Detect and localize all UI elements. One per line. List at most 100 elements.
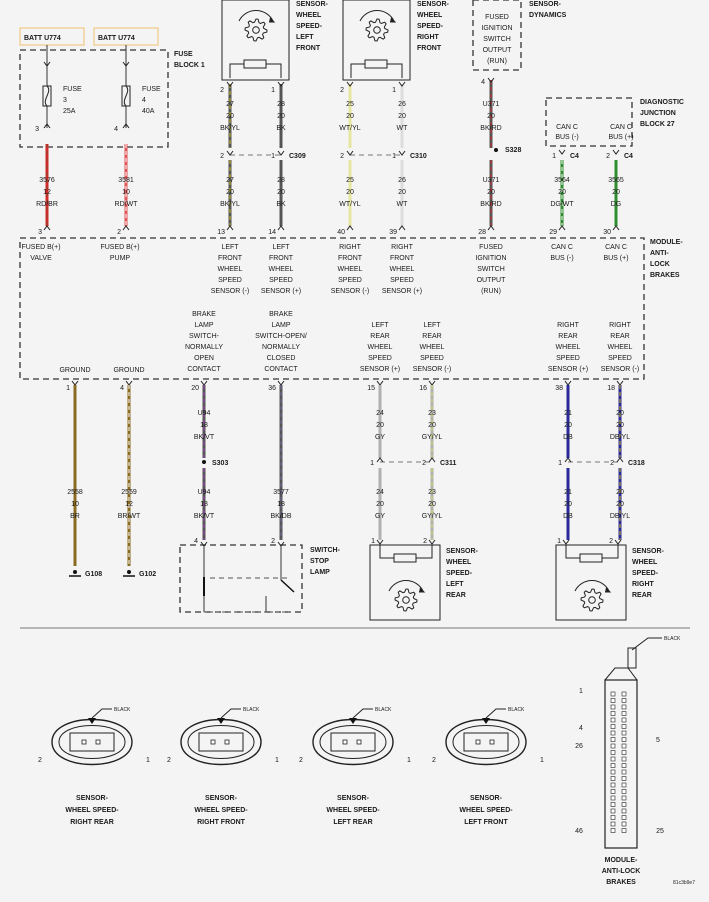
wire-label: 20 (346, 189, 354, 196)
module-pin: 2 (117, 229, 121, 236)
connector-color: BLACK (114, 707, 131, 713)
splice-pin: 1 (370, 460, 374, 467)
module-terminal: SWITCH-OPEN/ (255, 333, 307, 340)
connector-pin (200, 380, 208, 386)
module-terminal: FUSED (479, 244, 503, 251)
sensor-title: SENSOR- (296, 1, 329, 8)
sensor-title: SPEED- (417, 23, 444, 30)
junction-connector: C4 (570, 153, 579, 160)
wire-label: 20 (226, 189, 234, 196)
splice-pin: 1 (392, 153, 396, 160)
module-terminal: OPEN (194, 355, 214, 362)
wire-label: GY (375, 513, 385, 520)
wire-label: 20 (616, 410, 624, 417)
terminal-icon (81, 739, 87, 745)
arrow-head-icon (605, 587, 612, 593)
wire-label: BR/WT (118, 513, 141, 520)
module-title: LOCK (650, 261, 670, 268)
connector-pin (487, 225, 495, 231)
connector-pin (226, 225, 234, 231)
wire-label: 20 (616, 501, 624, 508)
wire-label: 27 (226, 101, 234, 108)
sensor-pin: 2 (340, 87, 344, 94)
junction-title: JUNCTION (640, 110, 676, 117)
gear-icon (388, 579, 426, 612)
module-terminal: GROUND (113, 367, 144, 374)
terminal-icon (342, 739, 348, 745)
wire-label: 20 (612, 189, 620, 196)
module-terminal: (RUN) (481, 288, 501, 295)
module-pin: 29 (549, 229, 557, 236)
module-pin: 20 (191, 385, 199, 392)
batt-label: BATT U774 (98, 35, 135, 42)
connector-label: RIGHT REAR (70, 819, 114, 826)
sensor-dynamics: FUSEDIGNITIONSWITCHOUTPUT(RUN)SENSOR-DYN… (472, 0, 567, 71)
batt-source-box (19, 27, 85, 46)
module-pin: 14 (268, 229, 276, 236)
module-terminal: WHEEL (368, 344, 393, 351)
latch-icon (88, 718, 96, 724)
connector-pin (125, 380, 133, 386)
wire-label: 24 (376, 489, 384, 496)
splice-name: S328 (505, 147, 521, 154)
terminal-icon (621, 704, 627, 710)
terminal-icon (610, 782, 616, 788)
connector-pin: 1 (540, 757, 544, 764)
connector-pin (558, 149, 566, 155)
junction-title: DIAGNOSTIC (640, 99, 684, 106)
terminal-icon (621, 763, 627, 768)
junction-pin: 1 (552, 153, 556, 160)
connector-cavity (69, 732, 115, 752)
module-pin: 36 (268, 385, 276, 392)
sensor-title: LEFT (446, 581, 464, 588)
connector-pin (428, 539, 436, 545)
connector-pin: 26 (575, 743, 583, 750)
wire-label: U371 (483, 177, 500, 184)
connector-pin (562, 539, 570, 545)
ground-name: G108 (85, 571, 102, 578)
connector-pin: 2 (299, 757, 303, 764)
wire-label: 10 (71, 501, 79, 508)
terminal-icon (621, 802, 627, 807)
connector-pin (564, 457, 572, 463)
terminal-icon (610, 769, 616, 775)
connector-label: ANTI-LOCK (602, 868, 641, 875)
fuse-pin: 3 (35, 126, 39, 133)
module-title: ANTI- (650, 250, 669, 257)
splice-pin: 2 (220, 153, 224, 160)
module-pin: 3 (38, 229, 42, 236)
fuse-element-icon (44, 85, 50, 107)
sensor-title: WHEEL (296, 12, 322, 19)
sensor-pin: 1 (271, 87, 275, 94)
wire-label: DG/WT (550, 201, 574, 208)
splice-dot (202, 460, 206, 464)
module-terminal: SENSOR (+) (382, 288, 422, 295)
wire-label: RD/WT (115, 201, 139, 208)
connector-pin (376, 380, 384, 386)
sensor-leads (229, 63, 282, 78)
dynamics-terminal: (RUN) (487, 58, 507, 65)
terminal-icon (621, 698, 627, 703)
module-terminal: SPEED (420, 355, 444, 362)
terminal-icon (621, 724, 627, 729)
sensor-pin: 1 (557, 538, 561, 545)
module-terminal: RIGHT (557, 322, 580, 329)
connector-color: BLACK (508, 707, 525, 713)
fuse-name: FUSE (142, 86, 161, 93)
gear-hub (373, 26, 381, 34)
leader-line (352, 708, 373, 719)
wire-label: 12 (125, 501, 133, 508)
arrow-head-icon (419, 587, 426, 593)
rotation-arrow (359, 9, 395, 22)
wire-label: 20 (428, 422, 436, 429)
connector-pin (612, 149, 620, 155)
ground-dot (73, 570, 77, 574)
sensor-title: REAR (632, 592, 652, 599)
splice-pin: 2 (340, 153, 344, 160)
